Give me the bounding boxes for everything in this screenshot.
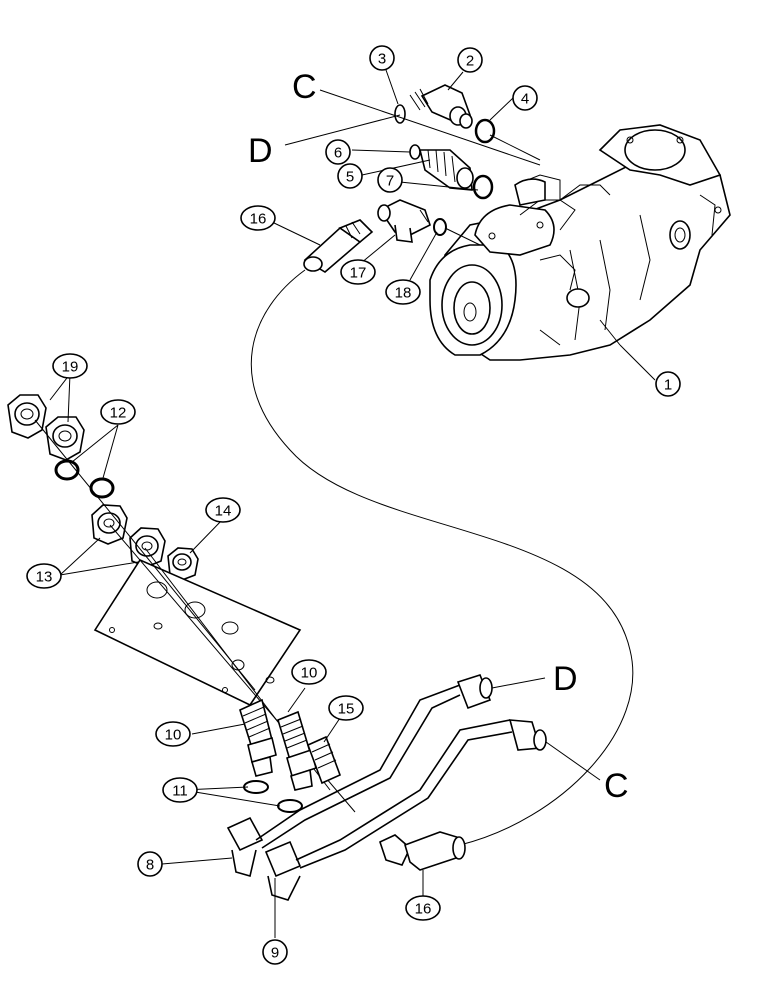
callout-19: 19 [52, 353, 88, 379]
callout-leaders [49, 69, 656, 938]
svg-text:11: 11 [172, 783, 188, 800]
leader-pump-ring [489, 134, 541, 161]
callout-8: 8 [137, 851, 163, 877]
svg-text:16: 16 [250, 211, 267, 228]
svg-text:14: 14 [215, 503, 232, 520]
svg-text:8: 8 [146, 857, 154, 874]
hydraulic-pump [429, 124, 731, 361]
callout-13: 13 [26, 563, 62, 589]
bulkhead-fitting-15 [306, 735, 342, 785]
connector-c-top: C [292, 68, 317, 106]
svg-text:15: 15 [338, 701, 355, 718]
leader-c-bottom [545, 741, 601, 781]
o-ring-12-a [54, 459, 80, 481]
nut-19-a [7, 394, 47, 439]
svg-text:3: 3 [378, 51, 386, 68]
nut-14 [167, 547, 199, 581]
leader-c-top [319, 89, 541, 166]
o-ring-4 [474, 118, 496, 144]
svg-text:10: 10 [301, 665, 318, 682]
svg-text:2: 2 [466, 53, 474, 70]
o-ring-12-b [89, 477, 115, 499]
callout-4: 4 [512, 85, 538, 111]
valve-cartridge [409, 84, 473, 129]
tube-8 [226, 684, 461, 878]
hose-line [250, 269, 634, 851]
svg-text:10: 10 [165, 727, 182, 744]
callout-10a: 10 [155, 721, 191, 747]
nut-13-b [129, 527, 166, 568]
tube-9 [264, 719, 513, 901]
connector-d-top: D [248, 132, 273, 170]
o-ring-7 [472, 174, 494, 200]
leader-d-top [284, 114, 401, 146]
callout-16b: 16 [405, 895, 441, 921]
callout-15: 15 [328, 695, 364, 721]
svg-text:5: 5 [346, 169, 354, 186]
callout-12: 12 [100, 399, 136, 425]
svg-text:7: 7 [386, 173, 394, 190]
tube-end-c [508, 719, 547, 751]
callout-7: 7 [377, 167, 403, 193]
svg-text:17: 17 [350, 265, 367, 282]
svg-text:18: 18 [395, 285, 412, 302]
callout-1: 1 [655, 371, 681, 397]
callout-2: 2 [457, 47, 483, 73]
bulkhead-plate [93, 558, 302, 707]
tube-end-d [456, 674, 493, 710]
svg-text:4: 4 [521, 91, 529, 108]
leader-d-bottom [491, 677, 546, 689]
hose-end-top [303, 219, 374, 273]
hose-end-bottom [379, 831, 466, 871]
svg-text:13: 13 [36, 569, 53, 586]
svg-text:1: 1 [664, 377, 672, 394]
nut-19-b [45, 416, 85, 461]
o-ring-18 [433, 218, 447, 236]
connector-d-bottom: D [553, 660, 578, 698]
callout-16a: 16 [240, 205, 276, 231]
svg-text:19: 19 [62, 359, 79, 376]
o-ring-3 [394, 104, 406, 124]
svg-text:12: 12 [110, 405, 127, 422]
svg-text:9: 9 [271, 945, 279, 962]
callout-18: 18 [385, 279, 421, 305]
o-ring-6 [409, 144, 421, 160]
callout-6: 6 [325, 139, 351, 165]
bulkhead-fitting-10a [239, 698, 277, 777]
leader-pump-ring2 [444, 227, 481, 246]
axis-line-1 [34, 419, 256, 691]
callout-3: 3 [369, 45, 395, 71]
connector-c-bottom: C [604, 767, 629, 805]
callout-14: 14 [205, 497, 241, 523]
callout-9: 9 [262, 939, 288, 965]
callout-10b: 10 [291, 659, 327, 685]
callout-17: 17 [340, 259, 376, 285]
relief-valve [418, 149, 474, 191]
callout-5: 5 [337, 163, 363, 189]
callout-11: 11 [162, 777, 198, 803]
bulkhead-fitting-10b [277, 710, 317, 791]
svg-text:6: 6 [334, 145, 342, 162]
elbow-fitting [377, 199, 431, 243]
svg-text:16: 16 [415, 901, 432, 918]
